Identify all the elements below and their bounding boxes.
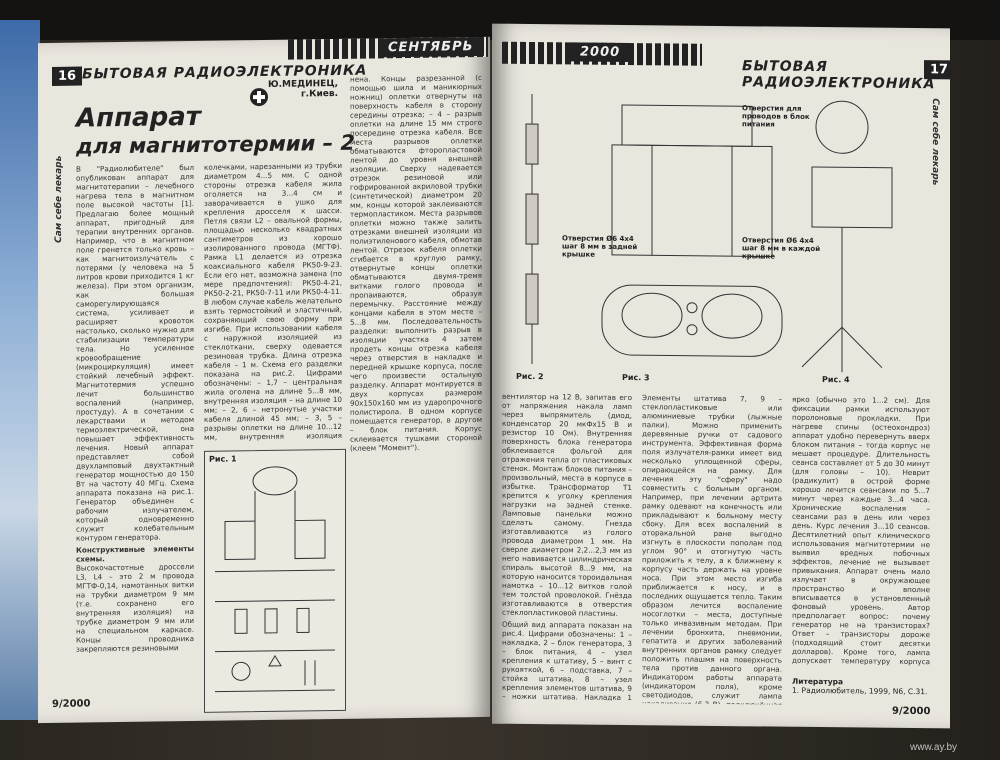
figure-2-label: Рис. 2 xyxy=(516,371,544,382)
author: Ю.МЕДИНЕЦ, г.Киев. xyxy=(268,79,338,100)
left-col1-body2: Высокочастотные дроссели L3, L4 – это 2 … xyxy=(76,561,194,654)
side-caption-right: Сам себе лекарь xyxy=(930,98,940,186)
right-col3-body: ярко (обычно это 1...2 см). Для фиксации… xyxy=(792,394,930,667)
page-number-right: 17 xyxy=(924,60,950,80)
fig3-annotation-1: Отверстия для проводов в блок питания xyxy=(742,104,810,129)
right-col2-body: Элементы штатива 7, 9 – стеклопластиковы… xyxy=(642,393,782,705)
left-col1-heading: Конструктивные элементы схемы. xyxy=(76,543,194,564)
figure-4-label: Рис. 4 xyxy=(822,375,850,385)
left-column-3: нена. Концы разрезанной (с помощью шила … xyxy=(350,73,482,723)
left-column-1: В "Радиолюбителе" был опубликован аппара… xyxy=(76,163,194,705)
references-item: 1. Радиолюбитель, 1999, N6, С.31. xyxy=(792,685,928,697)
fig3-annotation-2: Отверстия Ø6 4х4 шаг 8 мм в задней крышк… xyxy=(562,234,638,259)
right-column-2: Элементы штатива 7, 9 – стеклопластиковы… xyxy=(642,393,782,704)
right-col1-body2: Общий вид аппарата показан на рис.4. Циф… xyxy=(502,619,632,703)
watermark: www.ay.by xyxy=(910,742,958,753)
page-number-left: 16 xyxy=(52,66,83,86)
figure-3-label: Рис. 3 xyxy=(622,372,650,383)
footer-issue-left: 9/2000 xyxy=(52,698,91,710)
left-col3-body: нена. Концы разрезанной (с помощью шила … xyxy=(350,72,482,453)
right-column-3: ярко (обычно это 1...2 см). Для фиксации… xyxy=(792,395,930,666)
figure-1-schematic: Рис. 1 xyxy=(204,448,346,713)
figure-1-label: Рис. 1 xyxy=(209,454,237,464)
article-title-line2: для магнитотермии – 2 xyxy=(76,130,356,159)
fig3-annotation-3: Отверстия Ø6 4х4 шаг 8 мм в каждой крышк… xyxy=(742,236,821,261)
left-col2-body: колечками, нарезанными из трубки диаметр… xyxy=(204,160,342,443)
figures-2-3-4: Отверстия для проводов в блок питания От… xyxy=(502,84,922,388)
right-page: 2000 БЫТОВАЯ РАДИОЭЛЕКТРОНИКА 17 Сам себ… xyxy=(492,23,950,729)
references: Литература 1. Радиолюбитель, 1999, N6, С… xyxy=(792,677,932,696)
month-tab: СЕНТЯБРЬ xyxy=(378,36,484,58)
footer-issue-right: 9/2000 xyxy=(892,705,931,718)
right-col1-left-body: вентилятор на 12 В, запитав его от напря… xyxy=(502,391,632,618)
mechanical-drawings xyxy=(525,94,893,373)
author-city: г.Киев. xyxy=(300,88,338,100)
left-page: 16 БЫТОВАЯ РАДИОЭЛЕКТРОНИКА СЕНТЯБРЬ Сам… xyxy=(38,36,490,724)
blue-cover-edge xyxy=(0,20,40,720)
right-column-1: вентилятор на 12 В, запитав его от напря… xyxy=(502,392,632,703)
article-title-line1: Аппарат xyxy=(76,101,201,134)
left-column-2: колечками, нарезанными из трубки диаметр… xyxy=(204,161,342,443)
schematic-drawing xyxy=(215,466,335,693)
side-caption-left: Сам себе лекарь xyxy=(54,155,64,243)
article-title: Аппарат для магнитотермии – 2 xyxy=(76,101,355,161)
left-col1-body: В "Радиолюбителе" был опубликован аппара… xyxy=(76,162,194,543)
year-tab: 2000 xyxy=(570,42,631,63)
